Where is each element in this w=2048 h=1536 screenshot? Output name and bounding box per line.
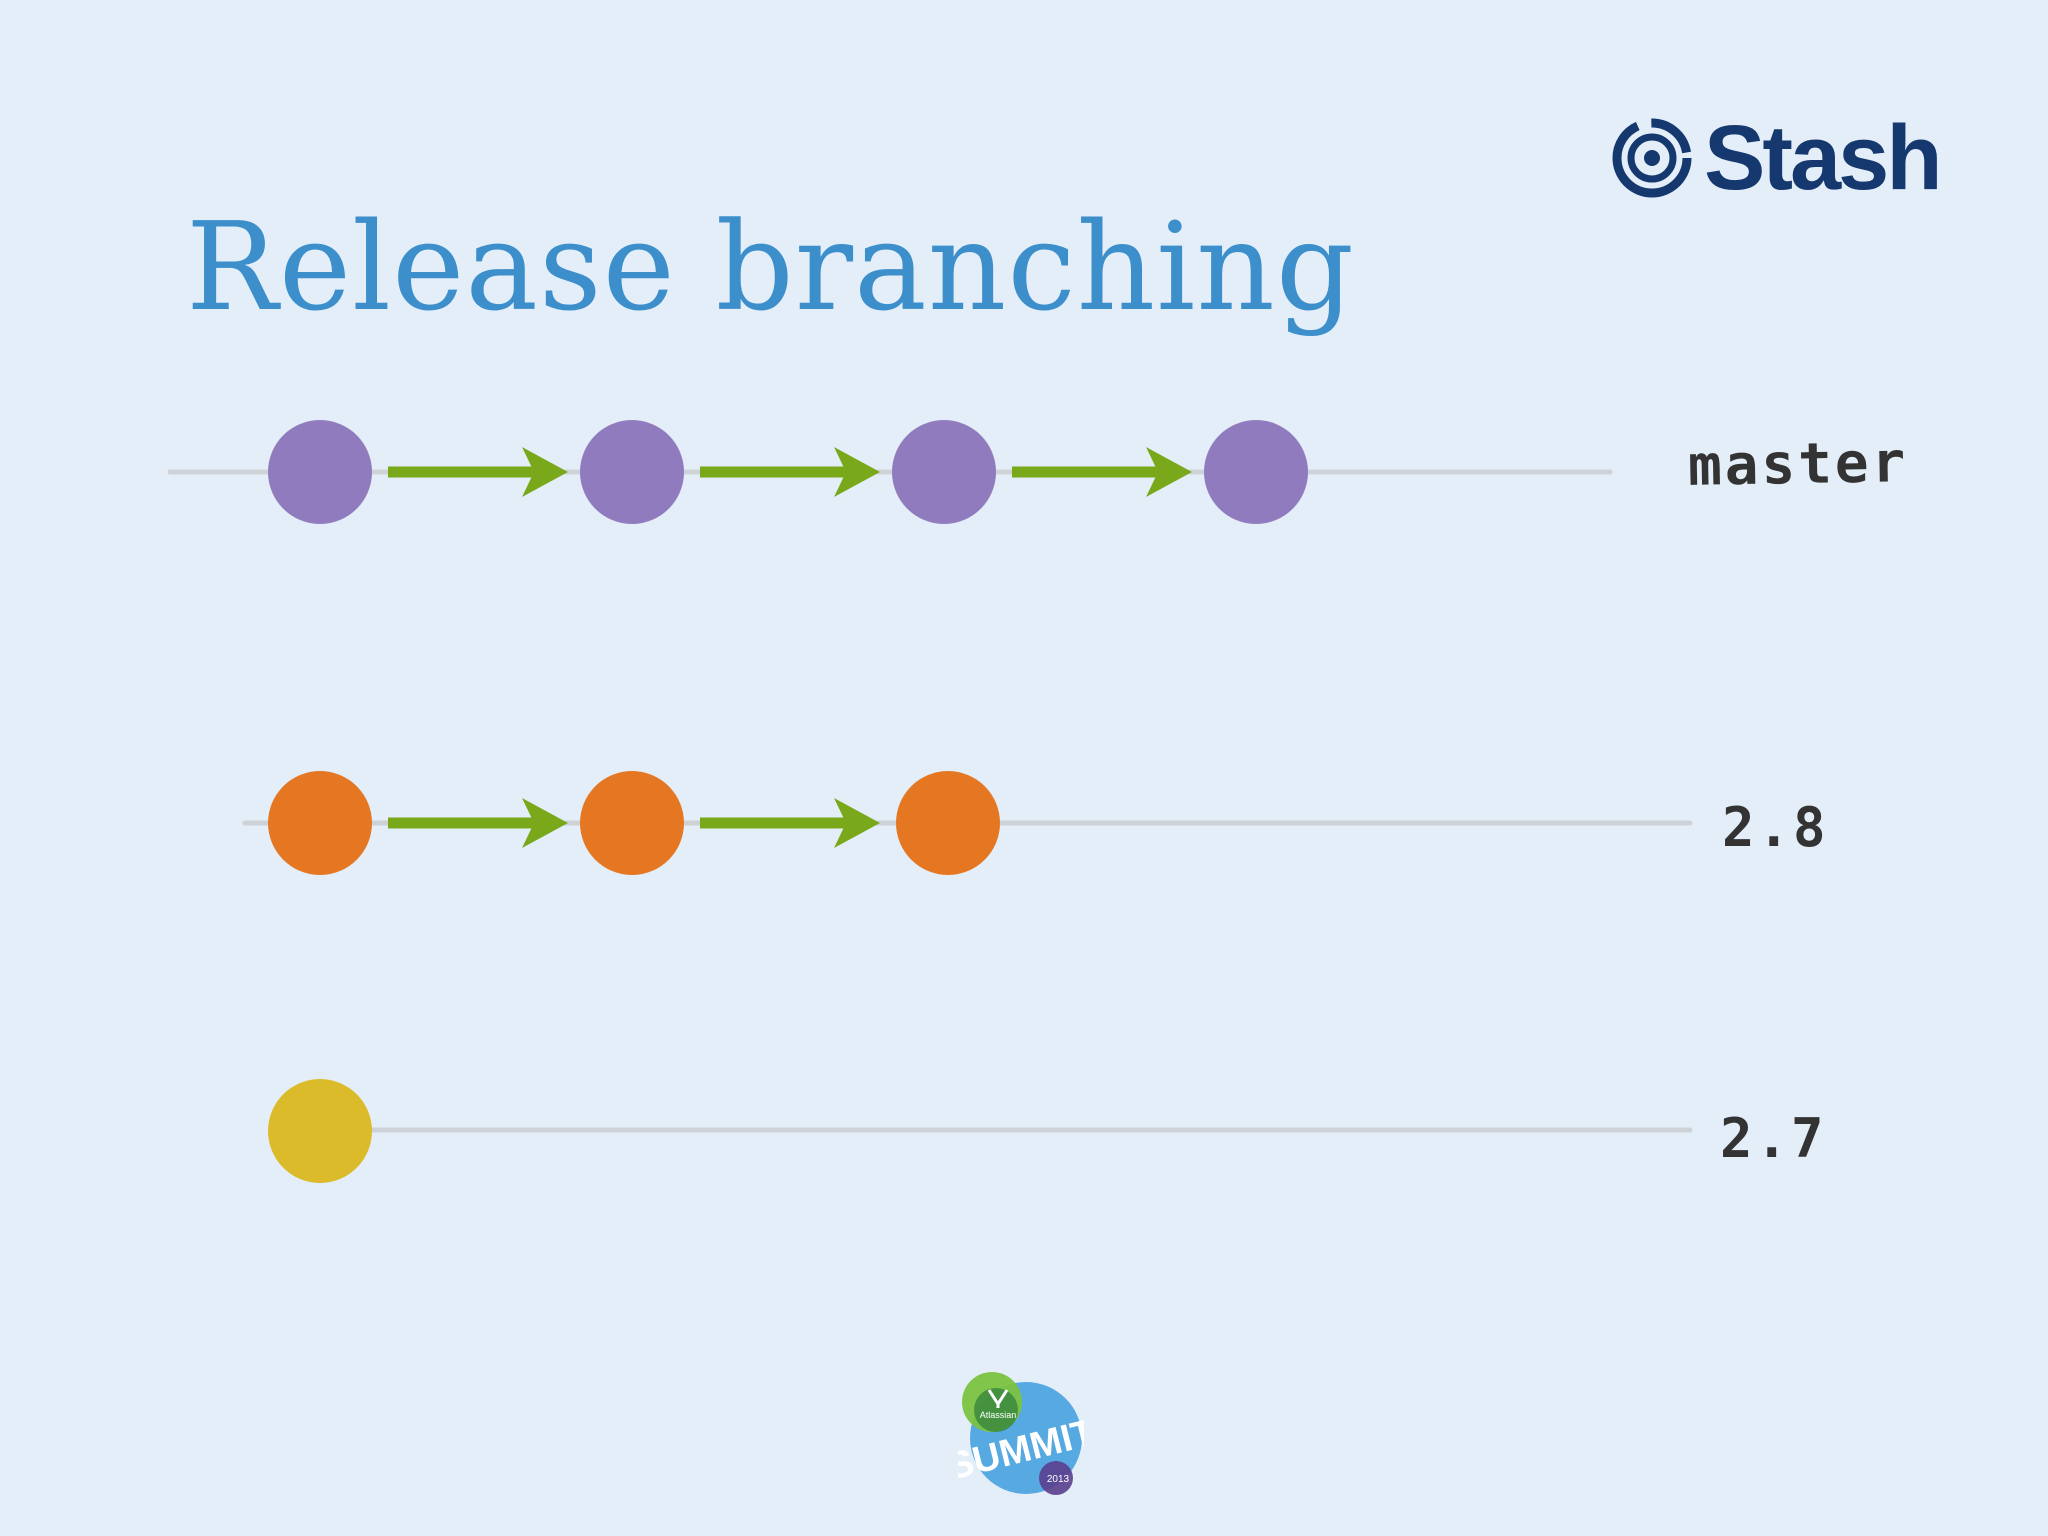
- branch-label-master: master: [1687, 430, 1909, 499]
- commit-node: [892, 420, 996, 524]
- commit-node: [268, 1079, 372, 1183]
- atlassian-summit-logo: Atlassian SUMMIT 2013: [958, 1372, 1084, 1495]
- commit-arrow: [700, 798, 880, 848]
- stash-brand: Stash: [1610, 107, 1943, 209]
- commit-arrow: [700, 447, 880, 497]
- atlassian-wordmark: Atlassian: [980, 1410, 1017, 1420]
- commit-node: [580, 420, 684, 524]
- slide-title: Release branching: [186, 196, 1355, 338]
- branch-label-2-7: 2.7: [1720, 1107, 1827, 1170]
- commit-arrow: [388, 447, 568, 497]
- summit-year: 2013: [1047, 1474, 1070, 1485]
- branch-2-8: [242, 771, 1693, 875]
- commit-node: [580, 771, 684, 875]
- branch-2-7: [268, 1079, 1693, 1183]
- commit-arrow: [388, 798, 568, 848]
- commit-node: [1204, 420, 1308, 524]
- commit-node: [268, 771, 372, 875]
- commit-arrow: [1012, 447, 1192, 497]
- commit-node: [268, 420, 372, 524]
- branch-master: [167, 420, 1613, 524]
- stash-logo-icon: [1612, 118, 1692, 198]
- atlassian-mark-icon: [987, 1389, 1009, 1408]
- brand-name: Stash: [1704, 107, 1943, 209]
- branch-label-2-8: 2.8: [1722, 796, 1829, 859]
- commit-node: [896, 771, 1000, 875]
